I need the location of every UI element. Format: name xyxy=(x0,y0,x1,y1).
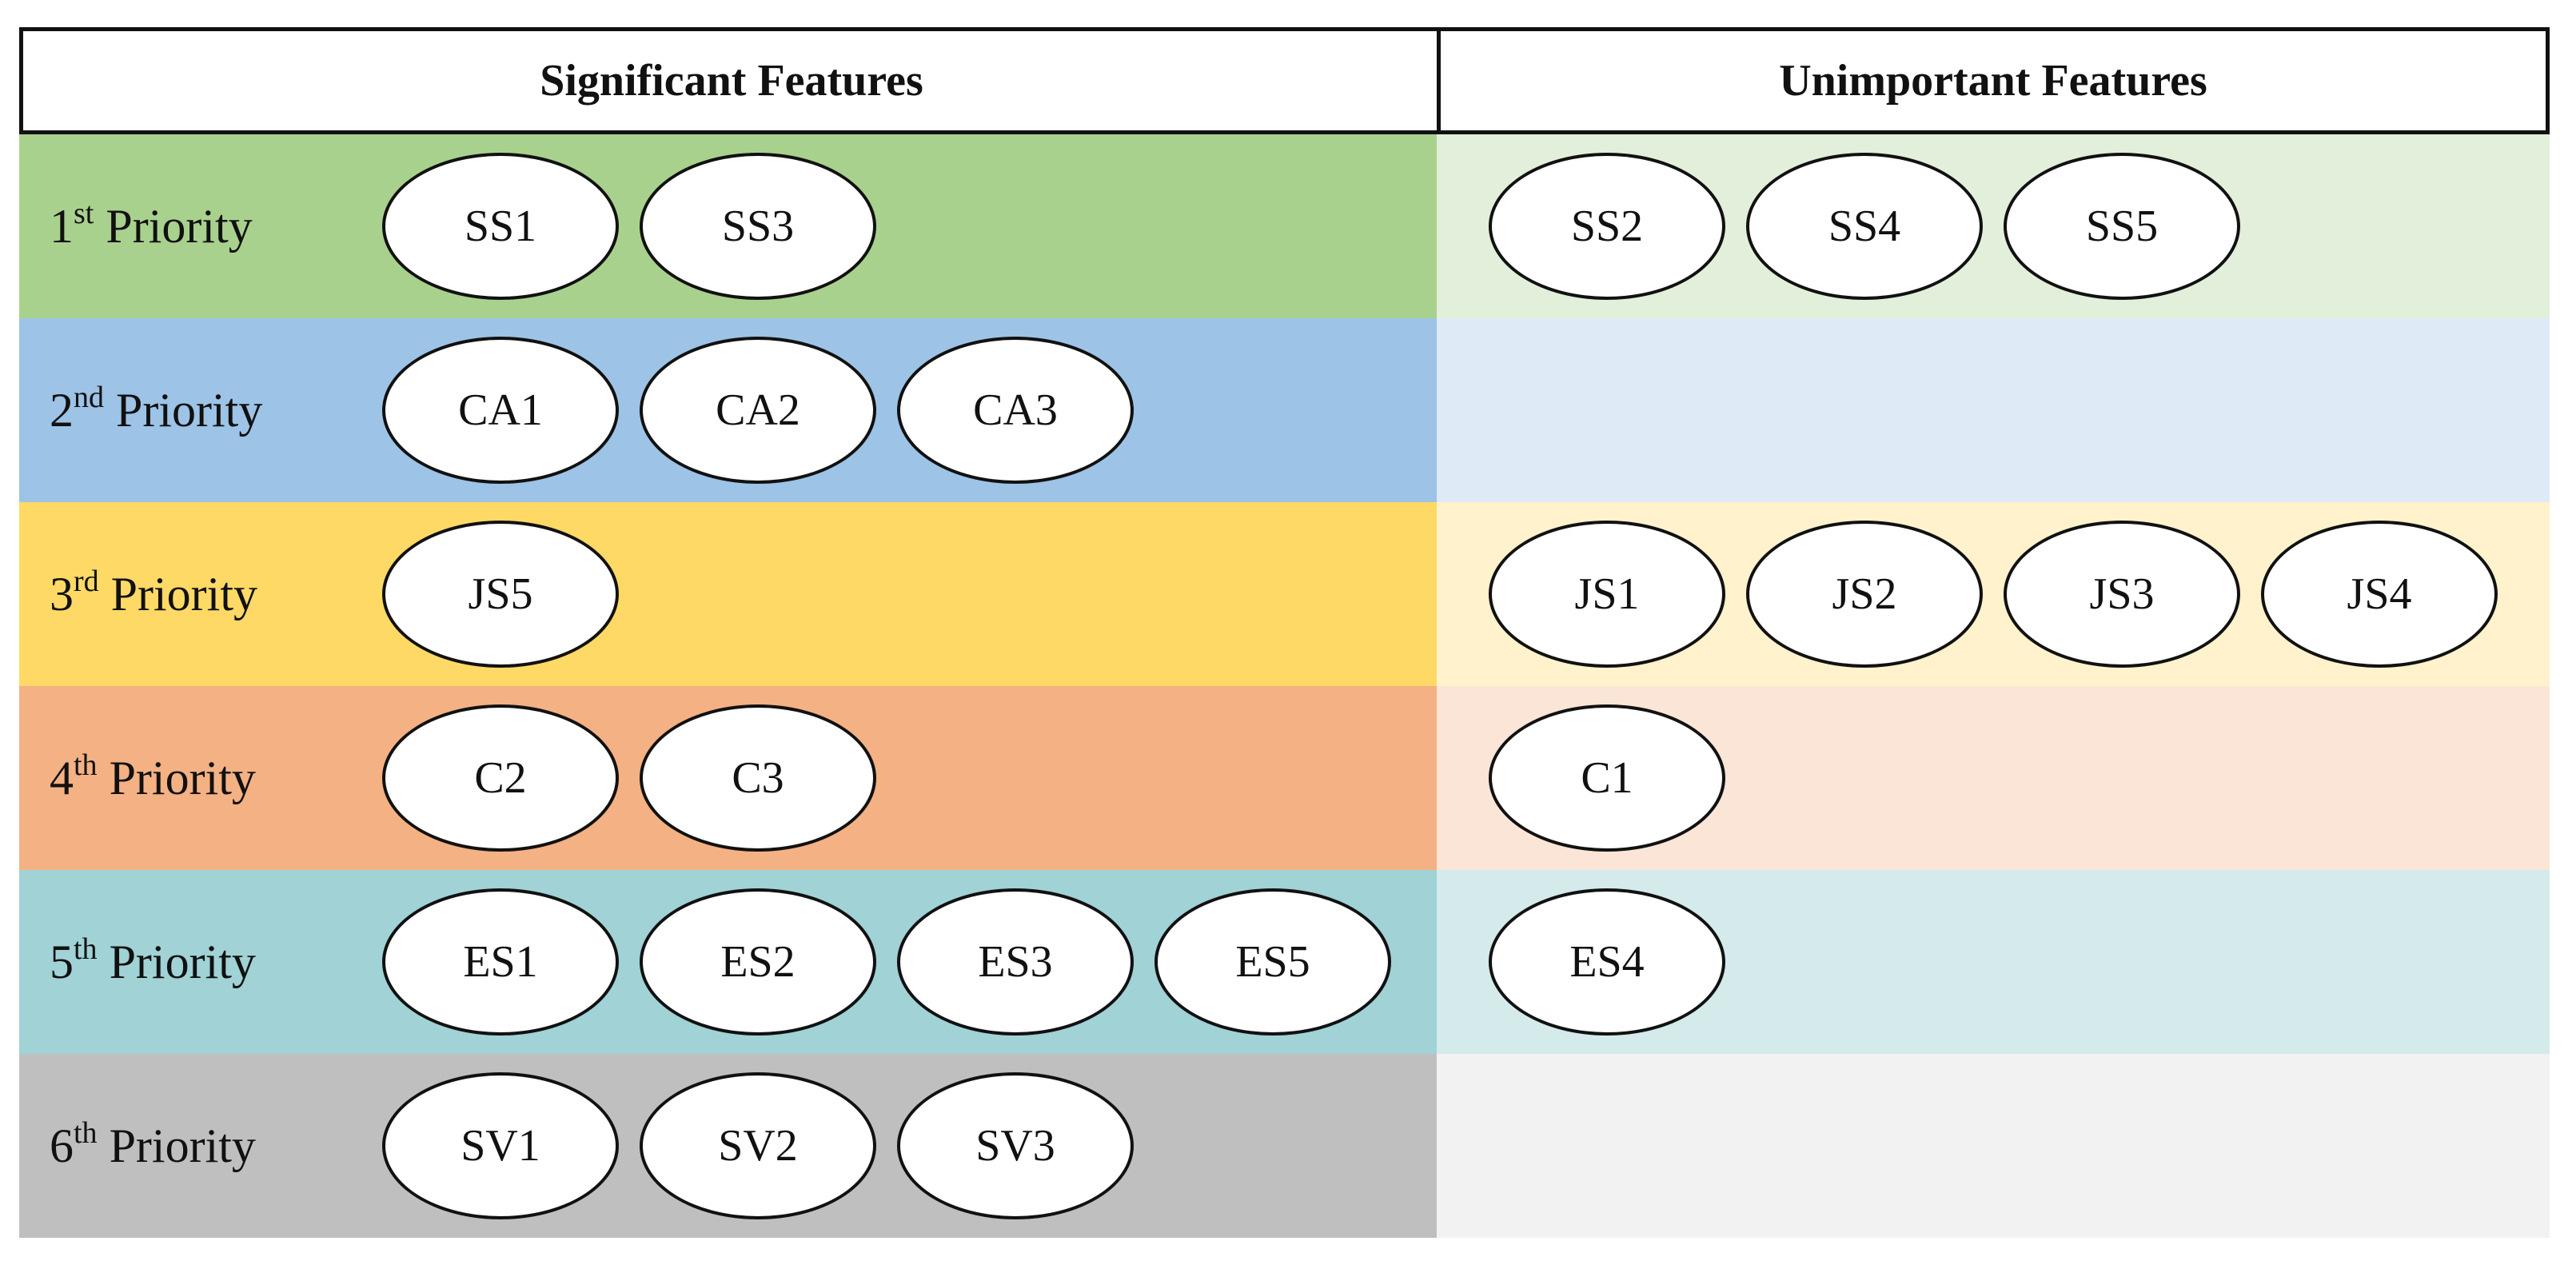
feature-oval-sv2: SV2 xyxy=(640,1072,876,1219)
feature-oval-ss3: SS3 xyxy=(640,153,876,300)
priority-number: 6 xyxy=(50,1119,74,1172)
priority-number: 5 xyxy=(50,936,74,988)
row-6-unimportant-band xyxy=(1437,1054,2550,1238)
priority-ordinal-suffix: th xyxy=(74,932,98,966)
priority-number: 1 xyxy=(50,200,74,253)
priority-ordinal-suffix: nd xyxy=(74,381,104,414)
priority-word: Priority xyxy=(104,384,263,437)
priority-ordinal-suffix: th xyxy=(74,1116,98,1150)
feature-oval-js3: JS3 xyxy=(2004,521,2240,668)
priority-word: Priority xyxy=(97,752,256,804)
feature-oval-js5: JS5 xyxy=(382,521,619,668)
row-4-priority-label: 4th Priority xyxy=(50,750,256,804)
unimportant-features-header: Unimportant Features xyxy=(1437,27,2550,134)
feature-oval-ss5: SS5 xyxy=(2004,153,2240,300)
row-1-priority-label: 1st Priority xyxy=(50,198,253,253)
feature-oval-js4: JS4 xyxy=(2261,521,2498,668)
feature-oval-es5: ES5 xyxy=(1154,888,1391,1036)
feature-oval-ss2: SS2 xyxy=(1489,153,1725,300)
feature-oval-ca2: CA2 xyxy=(640,337,876,484)
feature-oval-ca1: CA1 xyxy=(382,337,619,484)
priority-ordinal-suffix: st xyxy=(74,197,94,230)
feature-oval-c3: C3 xyxy=(640,704,876,852)
feature-oval-c2: C2 xyxy=(382,704,619,852)
significant-features-header: Significant Features xyxy=(19,27,1444,134)
feature-oval-ca3: CA3 xyxy=(897,337,1134,484)
feature-oval-js1: JS1 xyxy=(1489,521,1725,668)
row-5-priority-label: 5th Priority xyxy=(50,934,256,988)
feature-oval-c1: C1 xyxy=(1489,704,1725,852)
row-2-priority-label: 2nd Priority xyxy=(50,382,263,437)
priority-number: 2 xyxy=(50,384,74,437)
priority-word: Priority xyxy=(97,1119,256,1172)
feature-oval-ss1: SS1 xyxy=(382,153,619,300)
priority-number: 3 xyxy=(50,568,74,621)
priority-number: 4 xyxy=(50,752,74,804)
priority-word: Priority xyxy=(94,200,253,253)
feature-oval-es2: ES2 xyxy=(640,888,876,1036)
priority-word: Priority xyxy=(98,568,257,621)
row-2-unimportant-band xyxy=(1437,318,2550,502)
row-3-significant-band xyxy=(19,502,1437,686)
feature-oval-sv1: SV1 xyxy=(382,1072,619,1219)
feature-oval-sv3: SV3 xyxy=(897,1072,1134,1219)
priority-ordinal-suffix: th xyxy=(74,748,98,782)
feature-oval-es3: ES3 xyxy=(897,888,1134,1036)
row-3-priority-label: 3rd Priority xyxy=(50,566,257,621)
feature-oval-ss4: SS4 xyxy=(1746,153,1983,300)
priority-ordinal-suffix: rd xyxy=(74,565,99,598)
priority-word: Priority xyxy=(97,936,256,988)
row-6-priority-label: 6th Priority xyxy=(50,1118,256,1172)
feature-oval-js2: JS2 xyxy=(1746,521,1983,668)
feature-oval-es4: ES4 xyxy=(1489,888,1725,1036)
feature-oval-es1: ES1 xyxy=(382,888,619,1036)
